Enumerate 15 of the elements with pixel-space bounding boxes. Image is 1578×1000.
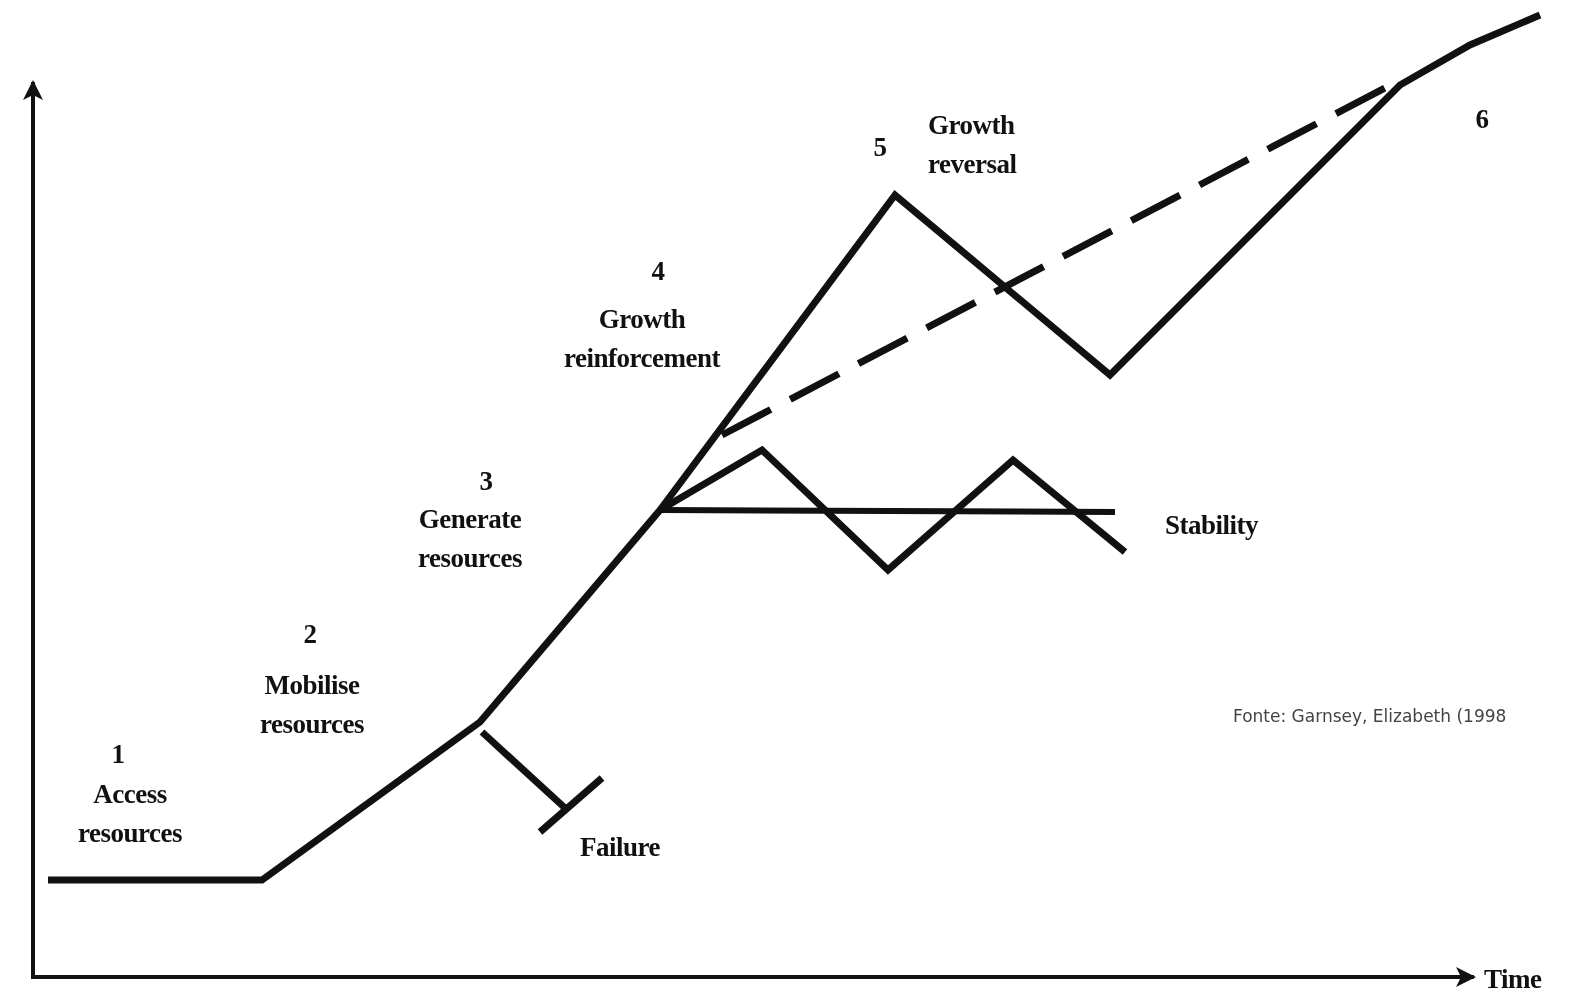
stage-number: 2 — [302, 618, 318, 651]
stage-label: Generate resources — [417, 503, 523, 575]
axis-label: Time — [1484, 963, 1542, 996]
stage-number: 5 — [872, 131, 888, 164]
stage-number: 1 — [110, 738, 126, 771]
outcome-label: Stability — [1165, 509, 1259, 542]
stage-label: Growth reversal — [928, 109, 1018, 181]
source-note: Fonte: Garnsey, Elizabeth (1998 — [1233, 705, 1507, 728]
stage-label: Growth reinforcement — [563, 303, 722, 375]
stage-number: 4 — [650, 255, 666, 288]
stage-label: Access resources — [77, 778, 183, 850]
stage-number: 6 — [1474, 103, 1490, 136]
stage-label: Mobilise resources — [259, 669, 365, 741]
stage-number: 3 — [478, 465, 494, 498]
outcome-label: Failure — [580, 831, 660, 864]
